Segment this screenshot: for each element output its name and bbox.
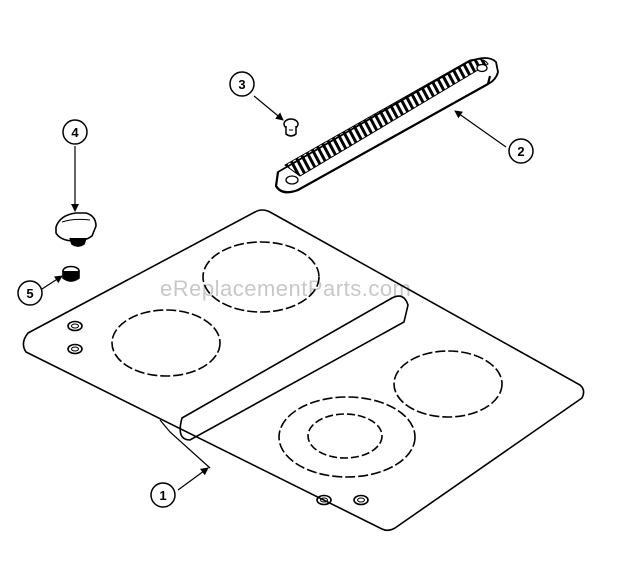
cooktop-surface bbox=[22, 209, 585, 532]
screw bbox=[283, 118, 299, 137]
knob-insert bbox=[62, 265, 80, 282]
knob-hole bbox=[67, 320, 83, 332]
callout-2: 2 bbox=[508, 138, 534, 164]
callout-4-label: 4 bbox=[71, 125, 79, 140]
callout-1-label: 1 bbox=[159, 488, 166, 503]
burner-left-front bbox=[111, 309, 221, 377]
burner-right-rear bbox=[393, 350, 503, 418]
control-knob bbox=[55, 212, 97, 247]
knob-hole bbox=[353, 494, 369, 506]
knob-hole bbox=[316, 494, 332, 506]
callout-1: 1 bbox=[150, 482, 176, 508]
watermark-text: eReplacementParts.com bbox=[160, 276, 411, 301]
leader-line-3 bbox=[253, 95, 284, 121]
callout-4: 4 bbox=[62, 119, 88, 145]
burner-left-rear bbox=[202, 241, 320, 313]
leader-line-1 bbox=[177, 467, 209, 491]
vent-grate bbox=[274, 57, 499, 194]
leader-line-5 bbox=[41, 275, 63, 290]
knob-hole bbox=[67, 343, 83, 355]
callout-3: 3 bbox=[229, 71, 255, 97]
callout-2-label: 2 bbox=[517, 144, 524, 159]
burner-right-front-outer bbox=[278, 396, 416, 478]
callout-3-label: 3 bbox=[238, 77, 245, 92]
leader-lines bbox=[41, 95, 507, 491]
cooktop-outline bbox=[22, 209, 585, 532]
burner-right-front-inner bbox=[307, 413, 383, 459]
leader-line-2 bbox=[454, 110, 507, 148]
callout-5: 5 bbox=[17, 280, 43, 306]
grate-screw-hole bbox=[285, 175, 299, 185]
callout-5-label: 5 bbox=[26, 286, 33, 301]
vent-slot bbox=[179, 295, 409, 441]
divider-line bbox=[159, 419, 211, 469]
